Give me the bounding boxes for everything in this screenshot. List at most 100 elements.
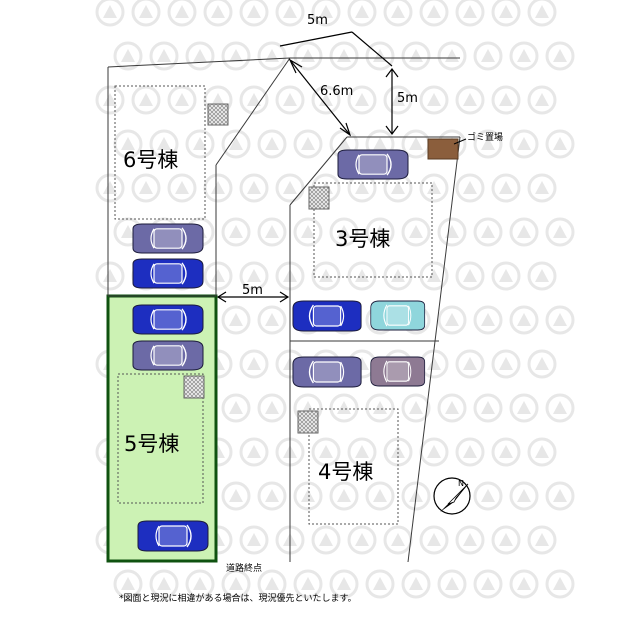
- watermark-mark: [481, 401, 495, 414]
- watermark-mark: [247, 533, 261, 546]
- watermark-mark: [473, 217, 503, 247]
- watermark-mark: [131, 173, 161, 203]
- watermark-mark: [283, 181, 297, 194]
- watermark-mark: [229, 489, 243, 502]
- watermark-mark: [193, 577, 207, 590]
- watermark-mark: [499, 357, 513, 370]
- watermark-mark: [473, 41, 503, 71]
- watermark-mark: [275, 0, 305, 27]
- car-lot4-1-icon: [292, 356, 362, 388]
- watermark-mark: [553, 577, 567, 590]
- watermark-mark: [553, 49, 567, 62]
- watermark-mark: [311, 525, 341, 555]
- watermark-mark: [121, 225, 135, 238]
- watermark-mark: [247, 5, 261, 18]
- watermark-mark: [247, 181, 261, 194]
- watermark-mark: [337, 489, 351, 502]
- watermark-mark: [319, 5, 333, 18]
- watermark-mark: [283, 93, 297, 106]
- watermark-mark: [499, 445, 513, 458]
- building-5-label: 5号棟: [124, 432, 180, 456]
- watermark-mark: [553, 313, 567, 326]
- watermark-mark: [121, 49, 135, 62]
- garbage-label: ゴミ置場: [467, 133, 504, 143]
- watermark-mark: [383, 85, 413, 115]
- watermark-mark: [553, 401, 567, 414]
- car-lot5-1-icon: [132, 304, 204, 335]
- watermark-mark: [509, 129, 539, 159]
- watermark-mark: [203, 0, 233, 27]
- watermark-mark: [229, 401, 243, 414]
- watermark-mark: [257, 481, 287, 511]
- watermark-mark: [391, 181, 405, 194]
- watermark-mark: [437, 393, 467, 423]
- watermark-mark: [355, 445, 369, 458]
- watermark-mark: [149, 129, 179, 159]
- watermark-mark: [131, 0, 161, 27]
- watermark-mark: [347, 0, 377, 27]
- watermark-mark: [275, 173, 305, 203]
- watermark-mark: [103, 5, 117, 18]
- watermark-mark: [445, 401, 459, 414]
- watermark-mark: [427, 269, 441, 282]
- watermark-mark: [193, 49, 207, 62]
- watermark-mark: [427, 357, 441, 370]
- watermark-mark: [383, 261, 413, 291]
- watermark-mark: [337, 401, 351, 414]
- watermark-mark: [535, 181, 549, 194]
- watermark-mark: [113, 569, 143, 599]
- watermark-mark: [301, 577, 315, 590]
- watermark-mark: [427, 533, 441, 546]
- watermark-mark: [221, 217, 251, 247]
- watermark-mark: [239, 85, 269, 115]
- watermark-mark: [509, 481, 539, 511]
- watermark-mark: [239, 0, 269, 27]
- watermark-mark: [491, 437, 521, 467]
- watermark-mark: [229, 49, 243, 62]
- car-lot4-2-icon: [370, 356, 426, 387]
- dimension-arrows: [216, 31, 399, 303]
- watermark-mark: [527, 0, 557, 27]
- watermark-mark: [229, 137, 243, 150]
- watermark-mark: [95, 173, 125, 203]
- watermark-mark: [275, 85, 305, 115]
- watermark-mark: [239, 437, 269, 467]
- watermark-mark: [185, 41, 215, 71]
- watermark-mark: [185, 569, 215, 599]
- watermark-mark: [491, 85, 521, 115]
- watermark-mark: [247, 93, 261, 106]
- watermark-mark: [265, 49, 279, 62]
- watermark-mark: [455, 173, 485, 203]
- watermark-mark: [445, 577, 459, 590]
- watermark-mark: [301, 489, 315, 502]
- watermark-mark: [337, 137, 351, 150]
- watermark-mark: [481, 577, 495, 590]
- watermark-mark: [311, 437, 341, 467]
- watermark-mark: [319, 533, 333, 546]
- watermark-mark: [139, 93, 153, 106]
- watermark-mark: [473, 393, 503, 423]
- garbage-leader: [453, 138, 467, 145]
- parking-cars: [132, 149, 426, 552]
- watermark-mark: [211, 269, 225, 282]
- watermark-mark: [347, 85, 377, 115]
- watermark-mark: [211, 93, 225, 106]
- watermark-mark: [221, 393, 251, 423]
- watermark-mark: [319, 93, 333, 106]
- watermark-mark: [409, 225, 423, 238]
- garbage-area: [427, 138, 459, 160]
- watermark-mark: [319, 445, 333, 458]
- watermark-mark: [517, 401, 531, 414]
- watermark-mark: [337, 225, 351, 238]
- watermark-mark: [293, 41, 323, 71]
- watermark-mark: [221, 305, 251, 335]
- watermark-mark: [481, 225, 495, 238]
- watermark-mark: [175, 5, 189, 18]
- watermark-mark: [463, 533, 477, 546]
- watermark-mark: [499, 269, 513, 282]
- watermark-mark: [139, 5, 153, 18]
- watermark-mark: [239, 173, 269, 203]
- watermark-mark: [419, 525, 449, 555]
- car-lot3-3-icon: [370, 300, 426, 331]
